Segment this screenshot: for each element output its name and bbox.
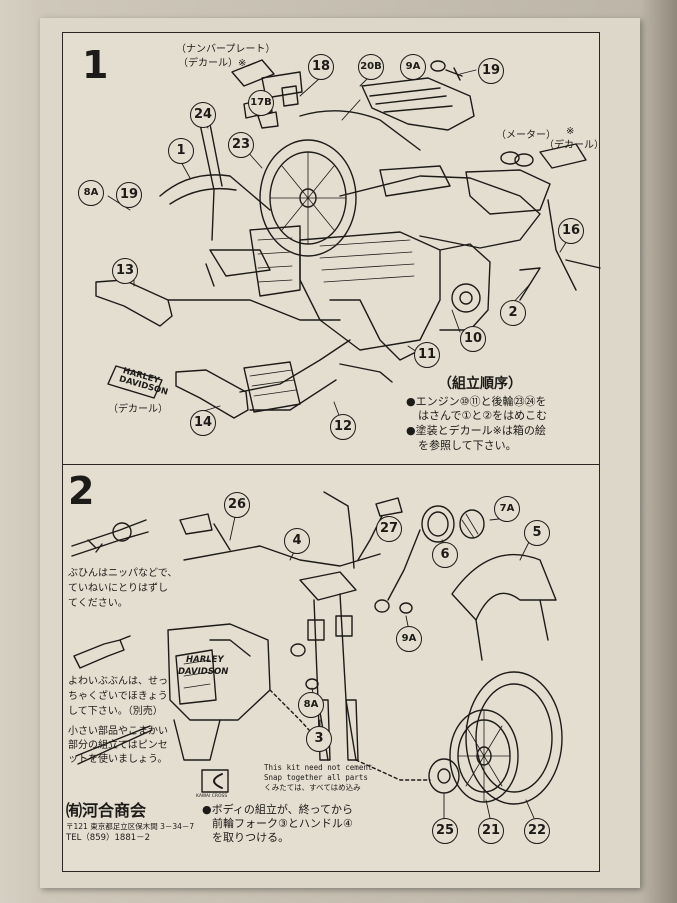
part-number: 21 (478, 818, 504, 844)
nut-9a (430, 60, 446, 72)
part-number: 11 (414, 342, 440, 368)
mirror-left-part (179, 513, 213, 535)
tip-tweezer-line-3: ットを使いましょう。 (68, 754, 168, 765)
step-number-1: 1 (82, 43, 109, 87)
part-number: 4 (284, 528, 310, 554)
part-number: 12 (330, 414, 356, 440)
rear-fender-part (159, 174, 271, 211)
turn-signal-left (290, 643, 306, 657)
oil-tank-part (249, 225, 301, 297)
tip-nipper-line-3: てください。 (68, 598, 128, 609)
headlight-box-part (243, 361, 301, 413)
seat-part (361, 77, 475, 131)
tweezers-icon (75, 725, 153, 765)
headlight-part (421, 505, 455, 543)
part-number: 9A (400, 54, 426, 80)
tip-nipper-line-1: ぶひんはニッパなどで、 (68, 568, 178, 579)
final-step-line-2: 前輪フォーク③とハンドル④ (212, 817, 353, 830)
note-english-1: This kit need not cement (264, 763, 373, 772)
assembly-title: （組立順序） (438, 376, 522, 392)
part-number: 19 (478, 58, 504, 84)
part-number: 17B (248, 90, 274, 116)
part-number: 1 (168, 138, 194, 164)
part-number: 8A (298, 692, 324, 718)
note-english-2: Snap together all parts (264, 773, 368, 782)
part-number: 14 (190, 410, 216, 436)
tank-text-line2: DAVIDSON (178, 667, 229, 677)
tip-glue-line-3: して下さい。（別売） (68, 706, 163, 717)
glue-tube-icon (73, 639, 125, 669)
plate-label: （ナンバープレート） (176, 44, 276, 55)
part-number: 26 (224, 492, 250, 518)
assembly-line-2: はさんで①と②をはめこむ (418, 409, 548, 422)
company-logo-icon (201, 769, 229, 793)
tip-tweezer-line-2: 部分の組立てはピンセ (68, 740, 168, 751)
company-address: 〒121 東京都足立区保木間 3－34－7 (66, 822, 195, 831)
meter-label: （メーター） (496, 130, 556, 141)
engine-part (299, 231, 441, 351)
part-number: 24 (190, 102, 216, 128)
part-number: 20B (358, 54, 384, 80)
part-number: 3 (306, 726, 332, 752)
part-number: 23 (228, 132, 254, 158)
lower-muffler-part (175, 369, 249, 419)
tip-tweezer-line-1: 小さい部品やこまかい (68, 726, 168, 737)
part-number: 18 (308, 54, 334, 80)
assembly-line-4: を参照して下さい。 (418, 439, 517, 452)
step-divider (62, 464, 600, 465)
handlebar-part (183, 545, 381, 567)
upper-muffler-part (95, 279, 173, 327)
turn-signal-right (374, 599, 390, 613)
logo-caption: KAWAI CROSS (196, 794, 228, 799)
part-number: 25 (432, 818, 458, 844)
instruction-frame (62, 32, 600, 872)
final-step-line-3: を取りつける。 (212, 831, 290, 844)
footrest-part (547, 199, 577, 291)
tip-glue-line-2: ちゃくざいでほきょう (68, 691, 168, 702)
meter-decal-label: （デカール） (544, 140, 604, 151)
meter-decal-mark: ※ (566, 126, 575, 137)
part-number: 22 (524, 818, 550, 844)
part-number: 5 (524, 520, 550, 546)
emblem-decal-part (107, 365, 163, 399)
rear-wheel-part (259, 139, 357, 257)
hd-decal-label: （デカール） (108, 404, 168, 415)
part-number: 8A (78, 180, 104, 206)
final-step-line-1: ●ボディの組立が、終ってから (202, 803, 354, 816)
tip-nipper-line-2: ていねいにとりはずし (68, 583, 168, 594)
tank-text-line1: HARLEY (186, 655, 224, 665)
part-number: 6 (432, 542, 458, 568)
battery-box-part (379, 165, 451, 197)
brake-disc-part (428, 758, 460, 794)
company-tel: TEL（859）1881－2 (66, 833, 151, 843)
mirror-right-part (375, 497, 403, 517)
part-number: 13 (112, 258, 138, 284)
note-japanese: くみたては、すべてはめ込み (264, 783, 361, 792)
headlight-lens-part (459, 509, 485, 539)
assembly-line-1: ●エンジン⑩⑪と後輪㉓㉔を (406, 395, 547, 408)
meter-part (500, 151, 520, 165)
plate-decal-label: （デカール）※ (178, 58, 247, 69)
fuel-tank-part (465, 169, 551, 215)
part-number: 9A (396, 626, 422, 652)
part-number: 7A (494, 496, 520, 522)
step-number-2: 2 (68, 469, 95, 513)
part-number: 16 (558, 218, 584, 244)
bike-body-part (167, 623, 271, 721)
front-tire-part (465, 671, 563, 805)
fork-top-part (299, 571, 357, 601)
part-number: 2 (500, 300, 526, 326)
part-number: 27 (376, 516, 402, 542)
part-number: 10 (460, 326, 486, 352)
nipper-tool-icon (71, 519, 149, 557)
assembly-line-3: ●塗装とデカール※は箱の絵 (406, 424, 546, 437)
front-fender-part (451, 553, 557, 621)
company-name: ㈲河合商会 (66, 801, 147, 820)
part-number: 19 (116, 182, 142, 208)
tip-glue-line-1: よわいぶぶんは、せっ (68, 676, 168, 687)
